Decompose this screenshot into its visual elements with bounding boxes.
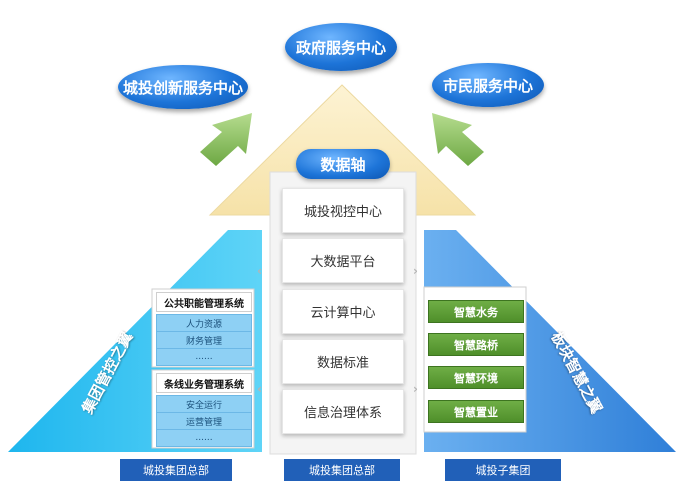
arrow-right-icon bbox=[432, 113, 484, 166]
right-item-water: 智慧水务 bbox=[428, 300, 524, 323]
node-chengtou-innovation: 城投创新服务中心 bbox=[118, 65, 248, 109]
left-group1-item: 人力资源 bbox=[156, 314, 252, 332]
left-group2-item: ...... bbox=[156, 429, 252, 447]
right-item-property: 智慧置业 bbox=[428, 400, 524, 423]
left-group2-title: 条线业务管理系统 bbox=[156, 373, 252, 393]
node-gov-service: 政府服务中心 bbox=[285, 23, 397, 71]
right-item-environment: 智慧环境 bbox=[428, 366, 524, 389]
center-item-5: 信息治理体系 bbox=[282, 389, 404, 434]
left-group1-item: ...... bbox=[156, 348, 252, 366]
left-group2-item: 安全运行 bbox=[156, 395, 252, 413]
center-item-4: 数据标准 bbox=[282, 339, 404, 384]
left-group1-title: 公共职能管理系统 bbox=[156, 292, 252, 312]
chevron-right-icon: › bbox=[413, 382, 418, 396]
right-item-road-bridge: 智慧路桥 bbox=[428, 333, 524, 356]
data-axis-label: 数据轴 bbox=[296, 149, 390, 179]
chevron-left-icon: ‹ bbox=[257, 264, 262, 278]
center-item-2: 大数据平台 bbox=[282, 238, 404, 283]
chevron-right-icon: › bbox=[413, 264, 418, 278]
footer-label-left: 城投集团总部 bbox=[120, 459, 232, 481]
node-citizen-service: 市民服务中心 bbox=[432, 63, 544, 107]
center-item-3: 云计算中心 bbox=[282, 289, 404, 334]
center-item-1: 城投视控中心 bbox=[282, 188, 404, 233]
footer-label-right: 城投子集团 bbox=[445, 459, 561, 481]
chevron-left-icon: ‹ bbox=[257, 382, 262, 396]
footer-label-center: 城投集团总部 bbox=[284, 459, 400, 481]
left-group2-item: 运营管理 bbox=[156, 412, 252, 430]
left-group1-item: 财务管理 bbox=[156, 331, 252, 349]
arrow-left-icon bbox=[200, 113, 252, 166]
